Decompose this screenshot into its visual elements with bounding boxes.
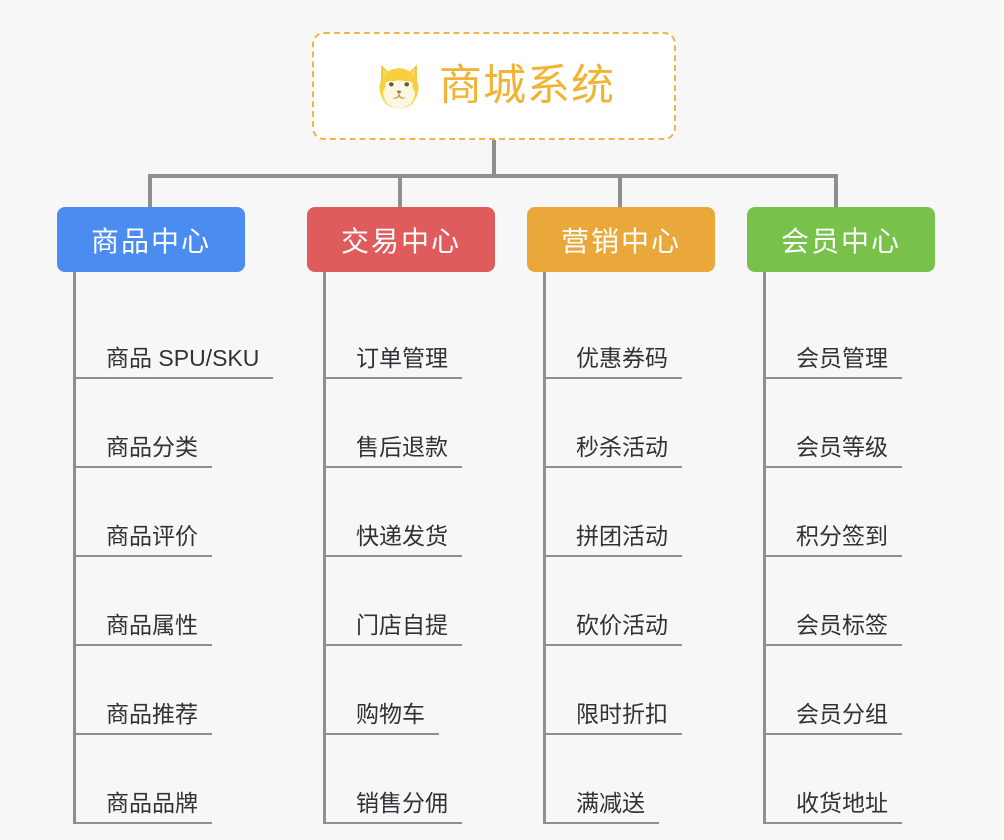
- list-item[interactable]: 商品属性: [76, 557, 273, 646]
- leaf-label: 满减送: [546, 790, 659, 824]
- leaf-label: 销售分佣: [326, 790, 462, 824]
- leaf-label: 商品品牌: [76, 790, 212, 824]
- list-item[interactable]: 限时折扣: [546, 646, 715, 735]
- list-item[interactable]: 砍价活动: [546, 557, 715, 646]
- leaf-label: 订单管理: [326, 345, 462, 379]
- leaf-label: 门店自提: [326, 612, 462, 646]
- list-item[interactable]: 购物车: [326, 646, 495, 735]
- list-item[interactable]: 快递发货: [326, 468, 495, 557]
- list-item[interactable]: 积分签到: [766, 468, 935, 557]
- branch-items-1: 订单管理 售后退款 快递发货 门店自提 购物车 销售分佣: [323, 272, 495, 824]
- leaf-label: 会员标签: [766, 612, 902, 646]
- branch-header-3[interactable]: 会员中心: [747, 207, 935, 272]
- leaf-label: 商品推荐: [76, 701, 212, 735]
- leaf-label: 优惠券码: [546, 345, 682, 379]
- list-item[interactable]: 订单管理: [326, 290, 495, 379]
- branch-column-2: 营销中心 优惠券码 秒杀活动 拼团活动 砍价活动 限时折扣 满减送: [527, 207, 715, 824]
- connector-drop-3: [834, 174, 838, 208]
- leaf-label: 快递发货: [326, 523, 462, 557]
- leaf-label: 收货地址: [766, 790, 902, 824]
- leaf-label: 售后退款: [326, 434, 462, 468]
- connector-drop-1: [398, 174, 402, 208]
- list-item[interactable]: 销售分佣: [326, 735, 495, 824]
- list-item[interactable]: 拼团活动: [546, 468, 715, 557]
- list-item[interactable]: 商品 SPU/SKU: [76, 290, 274, 379]
- list-item[interactable]: 会员分组: [766, 646, 935, 735]
- list-item[interactable]: 售后退款: [326, 379, 495, 468]
- list-item[interactable]: 商品品牌: [76, 735, 273, 824]
- list-item[interactable]: 商品评价: [76, 468, 273, 557]
- list-item[interactable]: 会员等级: [766, 379, 935, 468]
- leaf-label: 限时折扣: [546, 701, 682, 735]
- leaf-label: 商品 SPU/SKU: [76, 345, 274, 379]
- leaf-label: 商品分类: [76, 434, 212, 468]
- list-item[interactable]: 会员标签: [766, 557, 935, 646]
- leaf-label: 会员分组: [766, 701, 902, 735]
- leaf-label: 秒杀活动: [546, 434, 682, 468]
- connector-root-vertical: [492, 140, 496, 177]
- list-item[interactable]: 会员管理: [766, 290, 935, 379]
- branch-items-3: 会员管理 会员等级 积分签到 会员标签 会员分组 收货地址: [763, 272, 935, 824]
- connector-drop-2: [618, 174, 622, 208]
- connector-drop-0: [148, 174, 152, 208]
- list-item[interactable]: 满减送: [546, 735, 715, 824]
- list-item[interactable]: 商品推荐: [76, 646, 273, 735]
- branch-column-1: 交易中心 订单管理 售后退款 快递发货 门店自提 购物车 销售分佣: [307, 207, 495, 824]
- leaf-label: 拼团活动: [546, 523, 682, 557]
- list-item[interactable]: 优惠券码: [546, 290, 715, 379]
- list-item[interactable]: 秒杀活动: [546, 379, 715, 468]
- branch-column-3: 会员中心 会员管理 会员等级 积分签到 会员标签 会员分组 收货地址: [747, 207, 935, 824]
- root-title: 商城系统: [439, 61, 615, 110]
- branch-header-0[interactable]: 商品中心: [57, 207, 245, 272]
- list-item[interactable]: 收货地址: [766, 735, 935, 824]
- connector-horizontal-bar: [148, 174, 838, 178]
- branch-items-0: 商品 SPU/SKU 商品分类 商品评价 商品属性 商品推荐 商品品牌: [73, 272, 274, 824]
- branch-header-1[interactable]: 交易中心: [307, 207, 495, 272]
- leaf-label: 会员等级: [766, 434, 902, 468]
- leaf-label: 购物车: [326, 701, 439, 735]
- leaf-label: 积分签到: [766, 523, 902, 557]
- list-item[interactable]: 门店自提: [326, 557, 495, 646]
- branch-items-2: 优惠券码 秒杀活动 拼团活动 砍价活动 限时折扣 满减送: [543, 272, 715, 824]
- leaf-label: 会员管理: [766, 345, 902, 379]
- list-item[interactable]: 商品分类: [76, 379, 273, 468]
- branch-header-2[interactable]: 营销中心: [527, 207, 715, 272]
- leaf-label: 砍价活动: [546, 612, 682, 646]
- leaf-label: 商品评价: [76, 523, 212, 557]
- root-node[interactable]: 商城系统: [312, 32, 676, 140]
- shiba-inu-icon: [379, 64, 419, 109]
- branch-column-0: 商品中心 商品 SPU/SKU 商品分类 商品评价 商品属性 商品推荐 商品品牌: [57, 207, 274, 824]
- leaf-label: 商品属性: [76, 612, 212, 646]
